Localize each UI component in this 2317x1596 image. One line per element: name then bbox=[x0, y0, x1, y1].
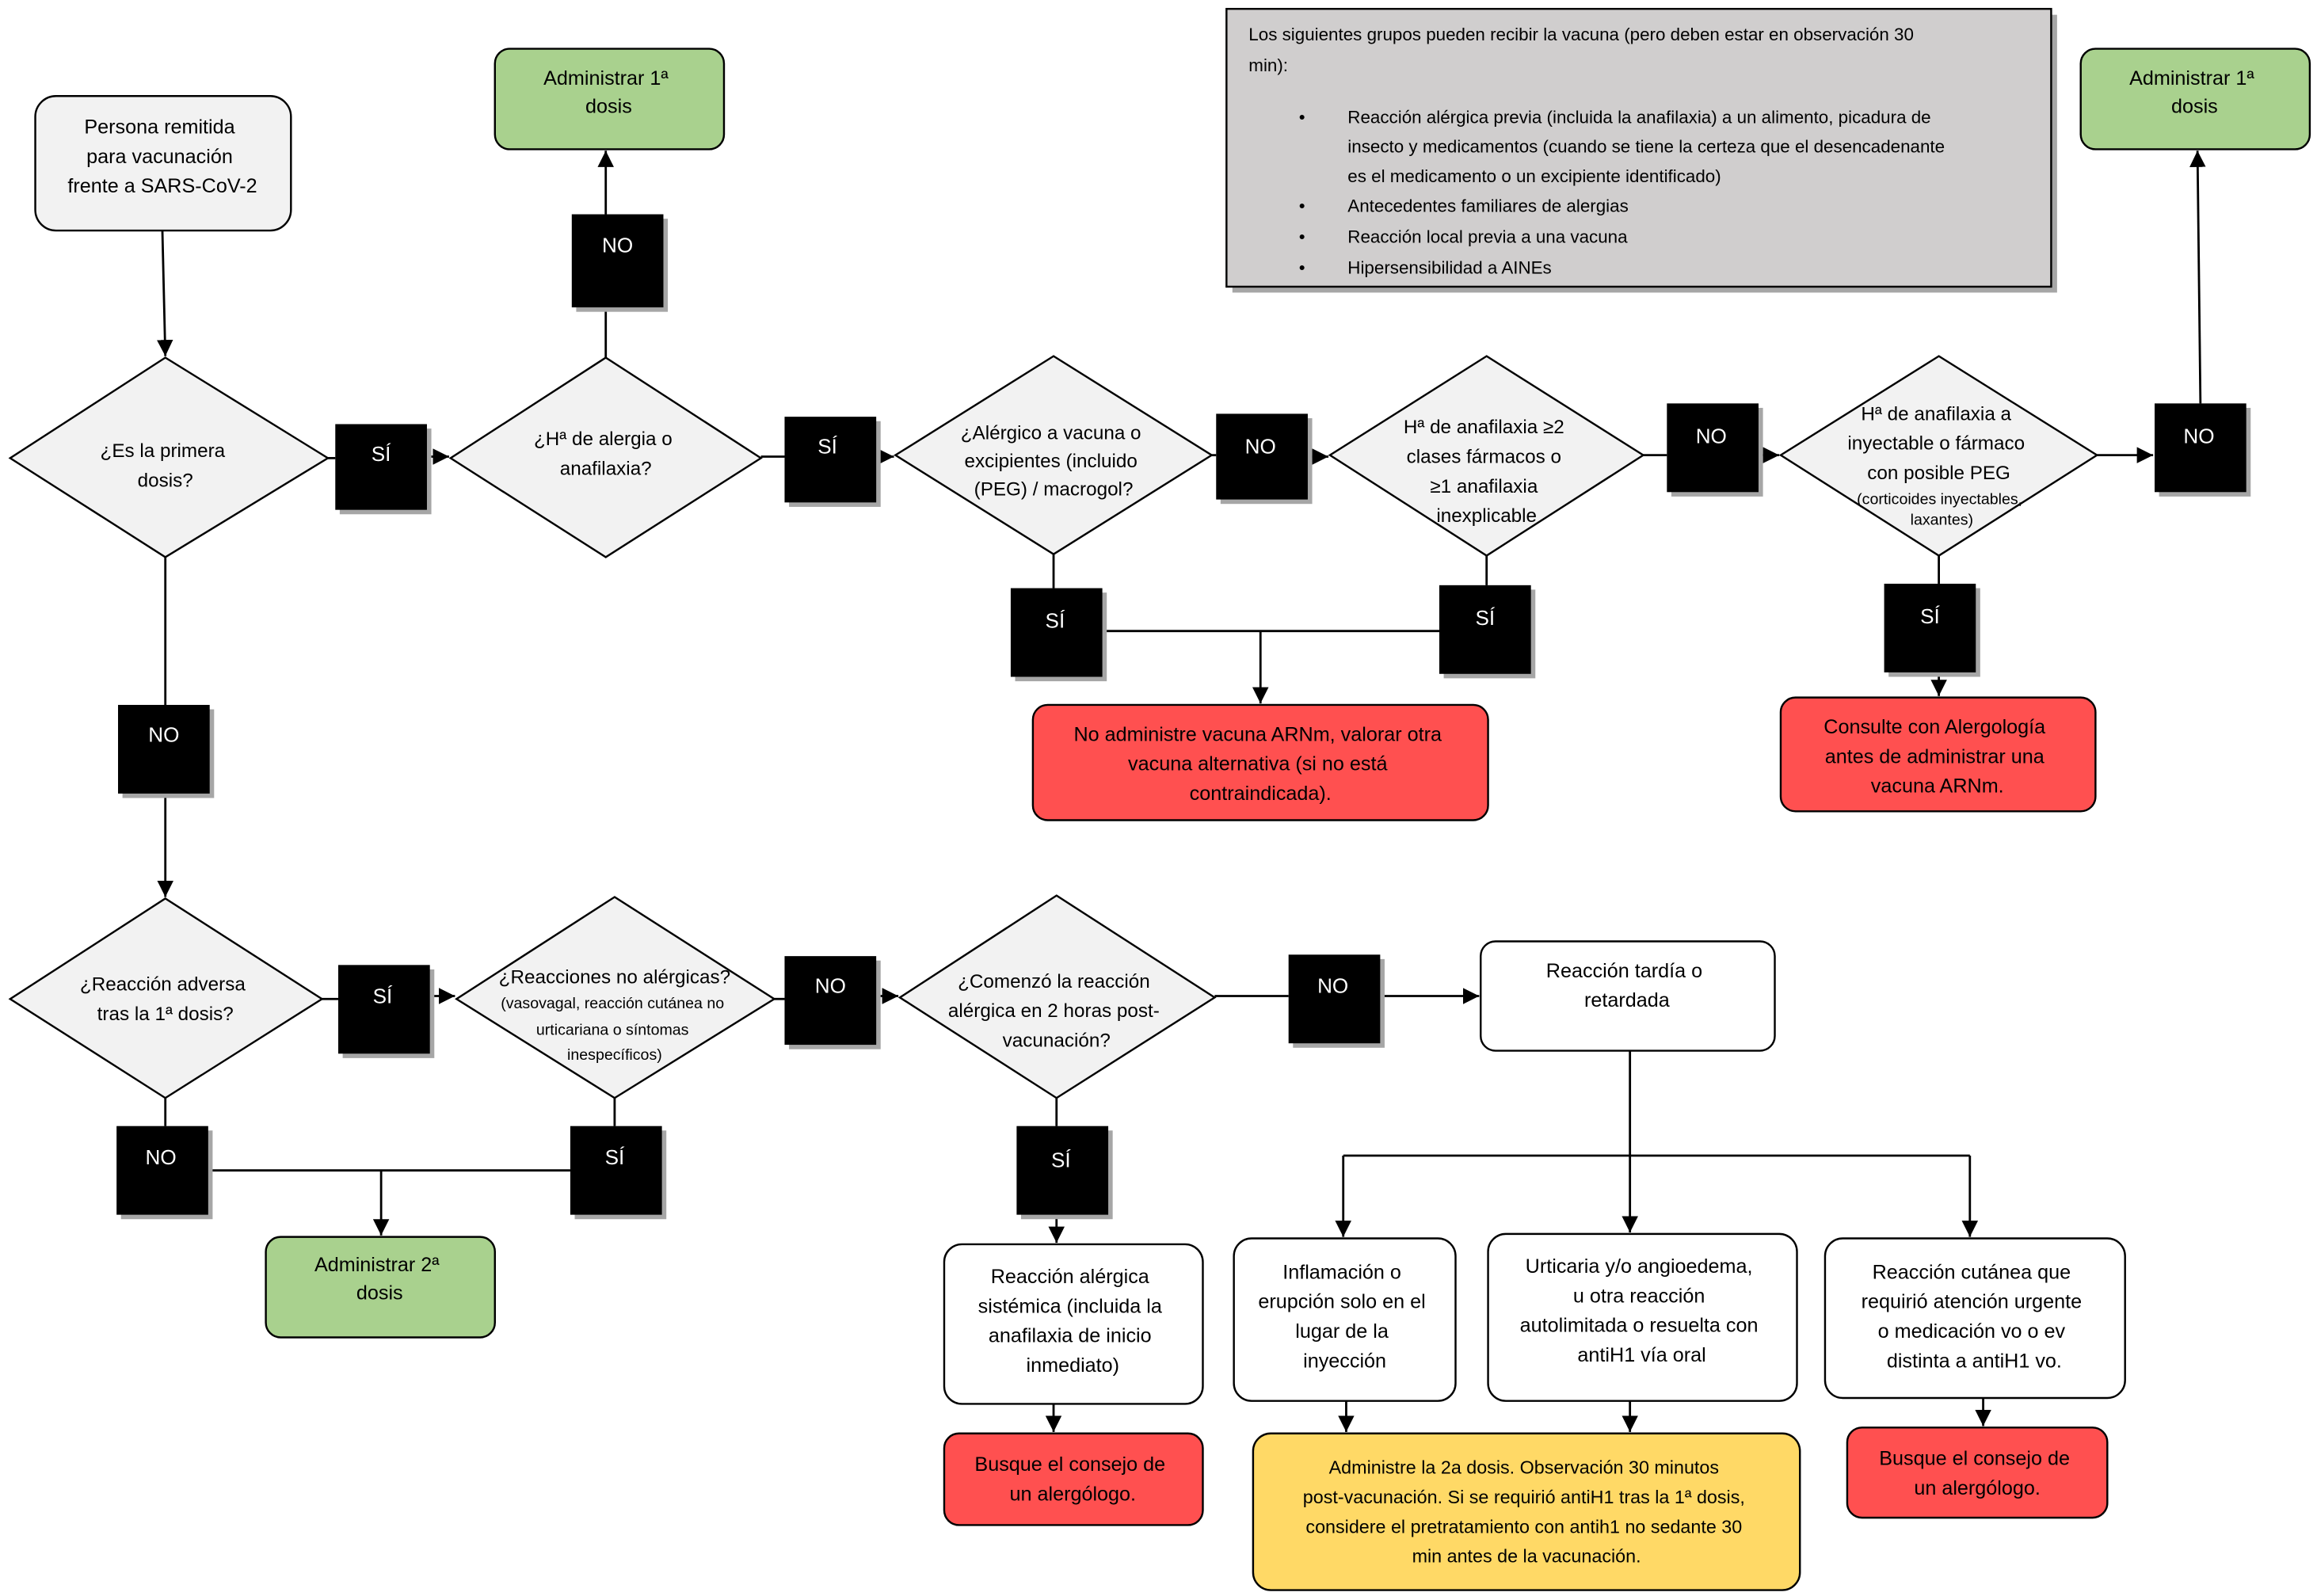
svg-text:¿Reacciones no alérgicas?: ¿Reacciones no alérgicas? bbox=[499, 966, 731, 988]
edge-label-yes: SÍ bbox=[570, 1126, 667, 1220]
decision-allergy-history: ¿Hª de alergia o anafilaxia? bbox=[448, 356, 763, 558]
connector bbox=[2189, 150, 2206, 404]
edge-label-yes: SÍ bbox=[1016, 1126, 1113, 1220]
edge-label-no: NO bbox=[1667, 403, 1763, 497]
svg-text:¿Comenzó la reacción alé: ¿Comenzó la reacción alérgica en 2 horas… bbox=[948, 970, 1165, 1051]
decision-first-dose: ¿Es la primera dosis? bbox=[8, 356, 330, 558]
svg-text:Hª de anafilaxia ≥2 cla: Hª de anafilaxia ≥2 clases fármacos o ≥1… bbox=[1404, 417, 1570, 527]
edge-label-yes: SÍ bbox=[1010, 588, 1107, 682]
seek-allergist-box: Busque el consejo de un alergólogo. bbox=[943, 1432, 1204, 1526]
decision-onset-2h: ¿Comenzó la reacción alérgica en 2 horas… bbox=[897, 894, 1217, 1099]
svg-text:SÍ: SÍ bbox=[817, 434, 837, 458]
svg-text:Urticaria y/o angioedema,: Urticaria y/o angioedema, u otra reacció… bbox=[1520, 1255, 1764, 1366]
svg-text:NO: NO bbox=[602, 234, 633, 257]
administer-first-dose-box: Administrar 1ª dosis bbox=[494, 48, 726, 150]
local-reaction-box: Inflamación o erupción solo en el lugar … bbox=[1233, 1237, 1457, 1402]
svg-text:Busque el consejo de un: Busque el consejo de un alergólogo. bbox=[1879, 1447, 2075, 1499]
svg-text:(corticoides inyectables,: (corticoides inyectables, laxantes) bbox=[1857, 491, 2026, 529]
svg-text:NO: NO bbox=[1317, 973, 1348, 997]
svg-text:Persona remitida para va: Persona remitida para vacunación frente … bbox=[67, 116, 257, 197]
decision-anaphylaxis-drugs: Hª de anafilaxia ≥2 clases fármacos o ≥1… bbox=[1328, 355, 1645, 557]
no-mrna-box: No administre vacuna ARNm, valorar otra … bbox=[1031, 703, 1489, 821]
svg-text:Administre la 2a dosis. Observ: Administre la 2a dosis. Observación 30 m… bbox=[1303, 1457, 1751, 1567]
edge-label-no: NO bbox=[118, 704, 215, 798]
svg-text:SÍ: SÍ bbox=[1051, 1148, 1071, 1172]
svg-text:Administrar 1ª dosis: Administrar 1ª dosis bbox=[2129, 67, 2260, 117]
svg-text:NO: NO bbox=[815, 973, 846, 997]
svg-text:No administre vacuna ARNm, val: No administre vacuna ARNm, valorar otra … bbox=[1074, 723, 1447, 805]
note-bullet-item: Reacción local previa a una vacuna bbox=[1347, 227, 1628, 246]
administer-second-dose-box: Administrar 2ª dosis bbox=[265, 1236, 496, 1339]
svg-text:Administrar 1ª dosis: Administrar 1ª dosis bbox=[543, 67, 674, 117]
note-bullet-item: Reacción alérgica previa (incluida la an… bbox=[1347, 107, 1949, 186]
svg-text:¿Alérgico a vacuna o exc: ¿Alérgico a vacuna o excipientes (inclui… bbox=[961, 422, 1147, 500]
svg-text:Los siguientes grupos pueden r: Los siguientes grupos pueden recibir la … bbox=[1248, 24, 1919, 74]
svg-text:SÍ: SÍ bbox=[373, 985, 393, 1008]
svg-text:Reacción cutánea que req: Reacción cutánea que requirió atención u… bbox=[1862, 1261, 2087, 1372]
svg-text:NO: NO bbox=[1245, 434, 1276, 458]
edge-label-no: NO bbox=[1216, 413, 1313, 505]
svg-text:Administrar 2ª dosis: Administrar 2ª dosis bbox=[314, 1254, 445, 1304]
svg-text:SÍ: SÍ bbox=[372, 442, 391, 466]
edge-label-yes: SÍ bbox=[338, 965, 435, 1058]
svg-text:NO: NO bbox=[2183, 424, 2214, 448]
svg-text:(vasovagal, reacción cutánea n: (vasovagal, reacción cutánea no urticari… bbox=[501, 995, 728, 1064]
edge-label-yes: SÍ bbox=[1439, 585, 1536, 679]
svg-text:SÍ: SÍ bbox=[1475, 606, 1495, 630]
decision-anaphylaxis-peg: Hª de anafilaxia a inyectable o fármaco … bbox=[1778, 355, 2099, 557]
svg-text:Hª de anafilaxia a inyec: Hª de anafilaxia a inyectable o fármaco … bbox=[1847, 403, 2030, 484]
start-node: Persona remitida para vacunación frente … bbox=[34, 95, 292, 232]
connector bbox=[156, 230, 173, 356]
svg-text:¿Reacción adversa tras l: ¿Reacción adversa tras la 1ª dosis? bbox=[80, 973, 251, 1024]
urticaria-box: Urticaria y/o angioedema, u otra reacció… bbox=[1487, 1232, 1798, 1402]
edge-label-no: NO bbox=[784, 956, 881, 1049]
note-bullet-item: Antecedentes familiares de alergias bbox=[1347, 196, 1628, 215]
svg-text:NO: NO bbox=[148, 722, 179, 746]
decision-vaccine-allergy: ¿Alérgico a vacuna o excipientes (inclui… bbox=[894, 355, 1214, 556]
svg-text:Reacción tardía o retard: Reacción tardía o retardada bbox=[1546, 960, 1708, 1011]
svg-text:NO: NO bbox=[146, 1145, 177, 1169]
note-bullet-item: Hipersensibilidad a AINEs bbox=[1347, 257, 1551, 277]
consult-allergy-box: Consulte con Alergología antes de admini… bbox=[1779, 696, 2097, 813]
edge-label-no: NO bbox=[2155, 403, 2251, 497]
svg-text:Busque el consejo de un: Busque el consejo de un alergólogo. bbox=[974, 1453, 1171, 1505]
decision-non-allergic: ¿Reacciones no alérgicas? (vasovagal, re… bbox=[455, 896, 776, 1099]
edge-label-yes: SÍ bbox=[335, 424, 432, 515]
edge-label-no: NO bbox=[1288, 954, 1385, 1048]
svg-text:NO: NO bbox=[1696, 424, 1727, 448]
svg-text:SÍ: SÍ bbox=[1046, 609, 1065, 633]
bullet-icon: • • • • bbox=[1299, 107, 1310, 277]
connectors bbox=[156, 150, 2206, 1432]
urgent-skin-reaction-box: Reacción cutánea que requirió atención u… bbox=[1823, 1237, 2126, 1400]
svg-text:¿Hª de alergia o anafila: ¿Hª de alergia o anafilaxia? bbox=[534, 429, 678, 479]
svg-text:SÍ: SÍ bbox=[605, 1145, 625, 1169]
svg-text:Consulte con Alergología: Consulte con Alergología antes de admini… bbox=[1823, 716, 2051, 798]
edge-label-no: NO bbox=[116, 1126, 213, 1220]
second-dose-observation-box: Administre la 2a dosis. Observación 30 m… bbox=[1252, 1432, 1801, 1591]
svg-text:SÍ: SÍ bbox=[1920, 604, 1940, 628]
observation-note: Los siguientes grupos pueden recibir la … bbox=[1225, 7, 2057, 293]
edge-label-no: NO bbox=[571, 214, 669, 312]
administer-first-dose-box: Administrar 1ª dosis bbox=[2079, 48, 2311, 150]
edge-label-yes: SÍ bbox=[784, 417, 881, 507]
late-reaction-box: Reacción tardía o retardada bbox=[1480, 940, 1776, 1052]
seek-allergist-box: Busque el consejo de un alergólogo. bbox=[1846, 1426, 2109, 1519]
svg-text:Inflamación o erupción s: Inflamación o erupción solo en el lugar … bbox=[1258, 1261, 1431, 1372]
svg-text:Reacción alérgica sistém: Reacción alérgica sistémica (incluida la… bbox=[978, 1266, 1168, 1377]
systemic-reaction-box: Reacción alérgica sistémica (incluida la… bbox=[943, 1243, 1204, 1405]
decision-adverse-reaction: ¿Reacción adversa tras la 1ª dosis? bbox=[8, 897, 324, 1099]
svg-text:¿Es la primera dosis?: ¿Es la primera dosis? bbox=[101, 440, 231, 491]
edge-label-yes: SÍ bbox=[1884, 583, 1980, 677]
